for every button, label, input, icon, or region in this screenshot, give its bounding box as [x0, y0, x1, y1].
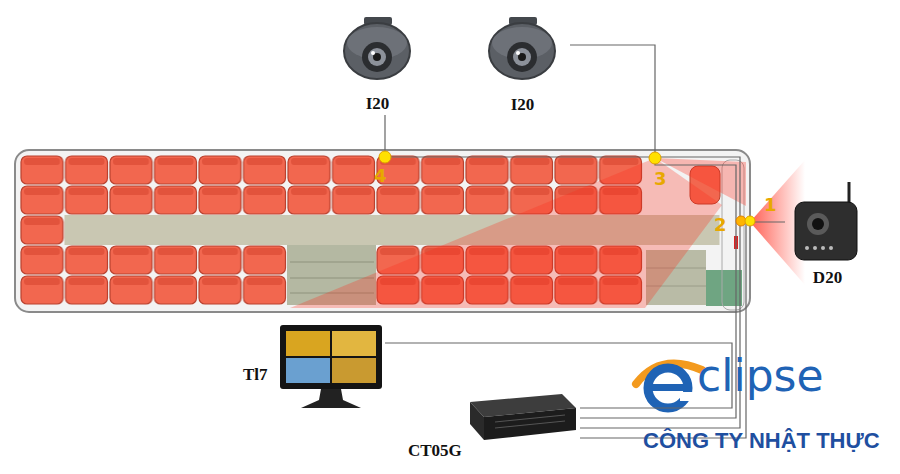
device-label: Tl7: [243, 365, 283, 385]
company-name: CÔNG TY NHẬT THỰC: [643, 428, 880, 454]
device-label: CT05G: [408, 441, 488, 461]
wire-connector: [580, 222, 785, 438]
wire-connector: [385, 115, 740, 428]
device-node: CT05G: [400, 388, 580, 463]
device-label: I20: [475, 95, 570, 115]
device-label: I20: [330, 94, 425, 114]
device-node: D20: [785, 180, 870, 290]
device-node: I20: [330, 15, 425, 115]
logo-text: clipse: [697, 350, 824, 401]
device-node: Tl7: [225, 320, 385, 415]
device-node: I20: [475, 15, 570, 115]
callout-number: 1: [764, 194, 777, 215]
device-label: D20: [785, 268, 870, 288]
callout-number: 4: [374, 165, 387, 186]
callout-number: 3: [654, 168, 667, 189]
wire-connector: [385, 343, 732, 408]
wire-connector: [570, 45, 736, 418]
callout-number: 2: [714, 214, 727, 235]
